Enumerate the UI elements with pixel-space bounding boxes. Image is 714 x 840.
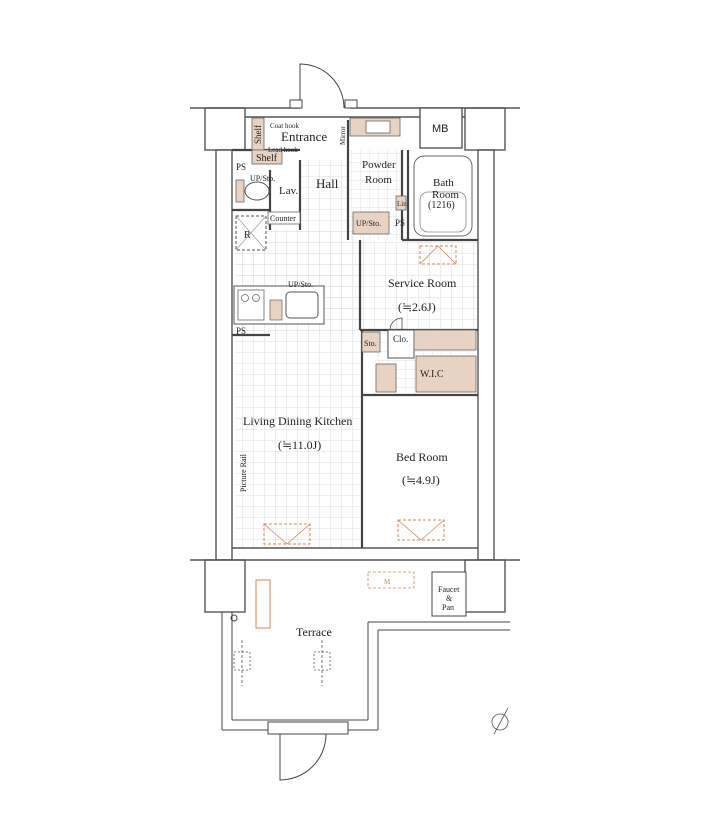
wall-bottom-left-column xyxy=(204,559,246,613)
ldk-window-diag-1 xyxy=(263,523,288,545)
ps-label-bath: PS xyxy=(395,218,405,228)
front-door-swing xyxy=(299,63,345,109)
bed-window-diag-2 xyxy=(420,519,445,541)
walls xyxy=(190,107,520,613)
sto-label: Sto. xyxy=(364,339,377,348)
coat-hook-label: Coat hook xyxy=(270,122,299,130)
entrance-fixtures: Shelf Shelf Coat hook Lead hook Mirror E… xyxy=(251,117,347,165)
wic-label: W.I.C xyxy=(420,369,444,380)
fridge-label: R xyxy=(244,230,251,241)
powder-label-2: Room xyxy=(365,174,392,186)
m-label: M xyxy=(384,578,391,586)
powder-label-1: Powder xyxy=(362,159,396,171)
toilet-tank xyxy=(235,179,245,203)
shelf-label-1: Shelf xyxy=(253,125,263,144)
up-sto-label-powder: UP/Sto. xyxy=(356,219,381,228)
cooktop xyxy=(237,289,265,321)
ps-label-ldk: PS xyxy=(236,326,246,336)
faucet-label-1: Faucet xyxy=(438,585,460,594)
front-door xyxy=(289,63,358,109)
lav-area: PS UP/Sto. Lav. Counter Hall xyxy=(235,162,339,225)
storage: Clo. Sto. W.I.C xyxy=(361,329,477,393)
wic-shelf-left xyxy=(375,363,397,393)
hall-floor xyxy=(300,160,348,242)
bath-label-1: Bath xyxy=(433,177,454,189)
faucet-label-2: & xyxy=(446,594,453,603)
burner-2 xyxy=(252,294,260,302)
ps-label-lav: PS xyxy=(236,162,246,172)
linen-box xyxy=(395,195,407,211)
hall-label: Hall xyxy=(316,176,339,191)
toilet-bowl xyxy=(244,181,270,201)
service-room: Service Room (≒2.6J) xyxy=(388,245,457,331)
fridge-diag-2 xyxy=(235,215,267,251)
bed-room-area: (≒4.9J) xyxy=(402,473,440,487)
wall-left xyxy=(215,149,233,561)
entrance-label: Entrance xyxy=(281,129,327,144)
wall-bottom-right-column xyxy=(464,559,506,613)
shelf-horizontal xyxy=(251,149,283,165)
powder-sink xyxy=(365,120,391,134)
mirror-label: Mirror xyxy=(339,126,347,145)
compass-circle xyxy=(491,713,509,731)
compass-needle xyxy=(493,707,509,735)
sto-box xyxy=(361,331,381,353)
up-sto-label-lav: UP/Sto. xyxy=(250,174,275,183)
ldk-area: (≒11.0J) xyxy=(278,438,321,452)
terrace-gate-frame xyxy=(267,721,349,735)
terrace-m-box xyxy=(367,571,415,589)
counter-label: Counter xyxy=(270,214,296,223)
burner-1 xyxy=(241,294,249,302)
north-arrow-icon xyxy=(491,707,509,735)
picture-rail-label: Picture Rail xyxy=(239,453,248,492)
bed-room-label: Bed Room xyxy=(396,450,448,464)
faucet-label-3: Pan xyxy=(442,603,454,612)
bath-size-label: (1216) xyxy=(428,200,455,211)
lav-label: Lav. xyxy=(279,185,298,197)
up-sto-label-kitchen: UP/Sto. xyxy=(288,280,313,289)
terrace xyxy=(221,571,510,781)
terrace-gate-swing xyxy=(279,733,327,781)
lin-label: Lin. xyxy=(397,200,409,208)
wall-right xyxy=(477,149,495,561)
ldk-window-diag-2 xyxy=(286,523,311,545)
ldk: Living Dining Kitchen (≒11.0J) Picture R… xyxy=(239,414,352,545)
bed-room: Bed Room (≒4.9J) xyxy=(396,450,448,541)
service-window-diag-1 xyxy=(419,245,439,265)
fridge: R xyxy=(235,215,267,251)
bed-window-mark xyxy=(397,519,445,541)
wet-area: Powder Room UP/Sto. Lin. PS Bath Room (1… xyxy=(349,117,473,237)
front-door-sill-2 xyxy=(344,99,358,109)
terrace-outdoor-unit xyxy=(255,579,271,629)
washer-pan xyxy=(352,211,390,235)
wall-top-left-column xyxy=(204,107,246,151)
service-room-area: (≒2.6J) xyxy=(398,300,436,314)
bathtub-inner xyxy=(419,191,467,233)
kitchen-sink xyxy=(285,291,319,319)
bed-window-diag-1 xyxy=(397,519,422,541)
service-door-swing xyxy=(389,317,403,331)
ldk-label: Living Dining Kitchen xyxy=(243,414,352,428)
shelf-label-2: Shelf xyxy=(256,153,278,164)
kitchen: UP/Sto. PS xyxy=(233,280,325,336)
wic-shelf-right xyxy=(415,355,477,393)
service-room-label: Service Room xyxy=(388,276,457,290)
service-window-diag-2 xyxy=(437,245,457,265)
clo-label: Clo. xyxy=(393,334,408,344)
faucet-box xyxy=(431,571,467,617)
ldk-window-mark xyxy=(263,523,311,545)
mb-label: MB xyxy=(432,123,449,135)
wall-top-right-column xyxy=(464,107,506,151)
lead-hook-label: Lead hook xyxy=(268,146,298,154)
terrace-label: Terrace xyxy=(296,625,332,639)
front-door-sill xyxy=(289,99,303,109)
terrace-drain xyxy=(230,614,238,622)
kitchen-pan xyxy=(269,299,283,321)
bath-label-2: Room xyxy=(432,189,459,201)
counter-box xyxy=(267,211,301,225)
clo-shelf xyxy=(413,329,477,351)
mb-box xyxy=(419,107,463,149)
